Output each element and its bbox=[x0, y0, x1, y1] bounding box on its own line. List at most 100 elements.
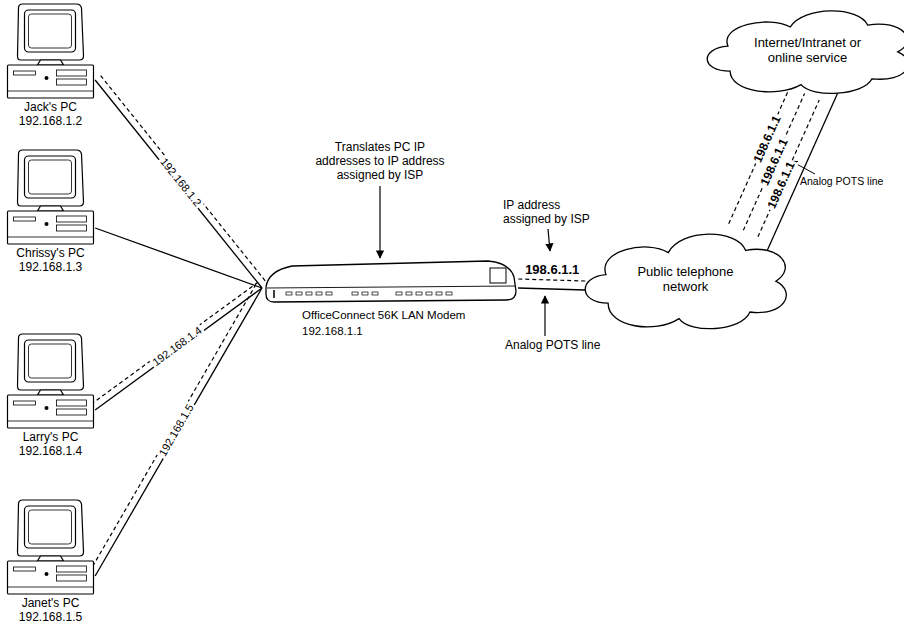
callout-note: IP address assigned by ISP bbox=[503, 198, 593, 226]
address-flow-line bbox=[743, 94, 804, 231]
drive-bay bbox=[57, 225, 87, 231]
status-led bbox=[326, 292, 332, 295]
text-box: Chrissy's PC192.168.1.3 bbox=[3, 246, 98, 274]
status-led bbox=[286, 292, 292, 295]
monitor-bezel bbox=[25, 340, 76, 382]
monitor-screen bbox=[29, 160, 72, 194]
cloud-outline bbox=[585, 234, 786, 329]
cable-line bbox=[95, 288, 262, 576]
status-led bbox=[306, 292, 312, 295]
status-led bbox=[426, 292, 432, 295]
network-link bbox=[518, 279, 586, 290]
text-box: Jack's PC192.168.1.2 bbox=[3, 100, 98, 128]
power-switch bbox=[273, 290, 275, 298]
monitor-bezel bbox=[25, 506, 76, 548]
ip-address: 192.168.1.4 bbox=[3, 444, 98, 458]
computer-node: Larry's PC192.168.1.4 bbox=[3, 332, 98, 458]
node-name: Internet/Intranet or online service bbox=[743, 35, 873, 65]
link-ip-label: 192.168.1.5 bbox=[155, 400, 197, 460]
leader-line bbox=[379, 186, 380, 258]
leader-line bbox=[548, 229, 550, 251]
status-led bbox=[372, 292, 378, 295]
node-name: Jack's PC bbox=[3, 100, 98, 114]
monitor-case bbox=[18, 500, 84, 556]
monitor-case bbox=[18, 334, 84, 390]
network-link bbox=[95, 228, 262, 288]
pc-case bbox=[8, 395, 94, 428]
case-line bbox=[8, 91, 94, 92]
monitor-stand bbox=[38, 206, 64, 211]
network-link bbox=[89, 284, 262, 576]
monitor-screen bbox=[29, 510, 72, 544]
link-ip-label: 192.168.1.2 bbox=[157, 154, 205, 210]
cable-line bbox=[518, 288, 585, 290]
text-box: OfficeConnect 56K LAN Modem192.168.1.1 bbox=[262, 307, 518, 339]
line-callout: Analog POTS line bbox=[505, 338, 600, 352]
status-led bbox=[316, 292, 322, 295]
address-flow-line bbox=[91, 282, 258, 404]
cable-line bbox=[95, 228, 262, 288]
address-flow-line bbox=[89, 284, 256, 572]
power-button bbox=[45, 572, 49, 576]
text-box: Public telephone network bbox=[621, 264, 751, 294]
cable-line bbox=[95, 80, 262, 288]
connector-group bbox=[89, 76, 838, 576]
ip-address: 192.168.1.2 bbox=[3, 114, 98, 128]
status-led bbox=[416, 292, 422, 295]
power-button bbox=[45, 222, 49, 226]
drive-bay bbox=[57, 566, 87, 572]
status-led bbox=[436, 292, 442, 295]
address-flow-line bbox=[101, 76, 268, 284]
case-line bbox=[8, 421, 94, 422]
modem-node: OfficeConnect 56K LAN Modem192.168.1.1 bbox=[262, 255, 518, 339]
monitor-case bbox=[18, 150, 84, 206]
power-button bbox=[45, 76, 49, 80]
vent-panel bbox=[14, 401, 36, 405]
computer-node: Jack's PC192.168.1.2 bbox=[3, 2, 98, 128]
node-name: OfficeConnect 56K LAN Modem bbox=[302, 307, 518, 323]
modem-connector bbox=[490, 268, 506, 283]
modem-body bbox=[266, 261, 516, 302]
status-led bbox=[396, 292, 402, 295]
text-box: Janet's PC192.168.1.5 bbox=[3, 596, 98, 624]
monitor-case bbox=[18, 4, 84, 60]
drive-bay bbox=[57, 70, 87, 76]
ip-address: 192.168.1.3 bbox=[3, 260, 98, 274]
link-ip-label: 192.168.1.4 bbox=[148, 323, 205, 369]
drive-bay bbox=[57, 409, 87, 415]
network-link bbox=[91, 282, 262, 410]
drive-bay bbox=[57, 575, 87, 581]
vent-panel bbox=[14, 217, 36, 221]
node-name: Chrissy's PC bbox=[3, 246, 98, 260]
monitor-screen bbox=[29, 14, 72, 48]
drive-bay bbox=[57, 400, 87, 406]
case-line bbox=[8, 237, 94, 238]
status-led bbox=[446, 292, 452, 295]
drive-bay bbox=[57, 79, 87, 85]
status-led bbox=[352, 292, 358, 295]
status-led bbox=[406, 292, 412, 295]
monitor-stand bbox=[38, 60, 64, 65]
node-name: Janet's PC bbox=[3, 596, 98, 610]
callout-note: Translates PC IP addresses to IP address… bbox=[314, 140, 446, 182]
pc-case bbox=[8, 65, 94, 98]
network-cloud: Internet/Intranet or online service bbox=[700, 2, 904, 98]
text-box: Larry's PC192.168.1.4 bbox=[3, 430, 98, 458]
node-name: Larry's PC bbox=[3, 430, 98, 444]
line-callout: Analog POTS line bbox=[800, 175, 883, 188]
monitor-stand bbox=[38, 556, 64, 561]
network-cloud: Public telephone network bbox=[578, 224, 793, 334]
monitor-bezel bbox=[25, 156, 76, 198]
text-box: Public telephone network bbox=[578, 224, 793, 334]
node-name: Public telephone network bbox=[621, 264, 751, 294]
status-led bbox=[362, 292, 368, 295]
link-ip-label: 198.6.1.1 bbox=[523, 262, 581, 277]
network-link bbox=[95, 76, 267, 288]
drive-bay bbox=[57, 216, 87, 222]
case-line bbox=[8, 587, 94, 588]
monitor-bezel bbox=[25, 10, 76, 52]
cable-line bbox=[95, 288, 262, 410]
